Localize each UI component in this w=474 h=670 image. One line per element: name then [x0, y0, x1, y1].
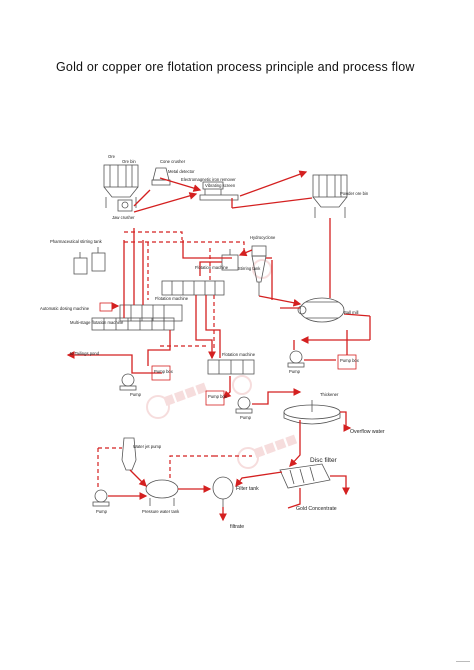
label-pharmaceutical-stirring-tank: Pharmaceutical stirring tank [50, 239, 103, 244]
label-hydrocyclone: Hydrocyclone [250, 235, 276, 240]
label-pressure-water-tank: Pressure water tank [142, 509, 180, 514]
ore-bin-icon [103, 164, 139, 208]
flotation-machine-icon [161, 280, 225, 296]
label-flotation-machine-1: Flotation machine [195, 265, 229, 270]
watermark: ■■■■ ■■■■ [146, 259, 299, 469]
pump-icon [235, 396, 253, 414]
label-electromagnetic-iron-remover: Electromagnetic iron remover [181, 177, 236, 182]
label-gold-concentrate: Gold Concentrate [296, 506, 337, 512]
label-flotation-machine-2: Flotation machine [155, 296, 189, 301]
automatic-dosing-machine-icon [99, 302, 113, 312]
label-multi-stage-flotation: Multi-stage flotation machine [70, 320, 124, 325]
label-pump-2: Pump [289, 369, 301, 374]
jaw-crusher-icon [117, 199, 133, 212]
vibrating-screen-icon [199, 181, 239, 201]
pressure-water-tank-icon [145, 479, 179, 506]
label-water-jet-pump: Water jet pump [133, 444, 162, 449]
label-ore: Ore [108, 154, 116, 159]
label-cone-crusher: Cone crusher [160, 159, 186, 164]
page-corner-mark [456, 661, 470, 668]
label-stirring-tank: Stirring tank [238, 266, 261, 271]
page-title: Gold or copper ore flotation process pri… [56, 60, 415, 74]
pharmaceutical-stirring-tank-icon [73, 247, 106, 275]
flotation-machine-icon [119, 304, 183, 322]
label-pump-box-1: Pump box [154, 369, 174, 374]
thickener-icon [283, 400, 341, 425]
labels: Ore Ore bin Jaw crusher Cone crusher Met… [40, 154, 385, 530]
label-powder-ore-bin: Powder ore bin [340, 191, 369, 196]
label-vibrating-screen: Vibrating screen [205, 183, 236, 188]
cone-crusher-icon [151, 167, 171, 186]
ball-mill-icon [297, 297, 345, 323]
filter-tank-icon [212, 476, 234, 507]
label-ore-bin: Ore bin [122, 159, 136, 164]
label-filtrate: filtrate [230, 524, 244, 530]
pump-icon [287, 350, 305, 368]
label-jaw-crusher: Jaw crusher [112, 215, 135, 220]
hydrocyclone-icon [251, 245, 267, 296]
dashed-flow-lines [97, 231, 252, 490]
flotation-machine-icon [207, 359, 255, 375]
disc-filter-icon [279, 463, 331, 489]
label-automatic-dosing-machine: Automatic dosing machine [40, 306, 90, 311]
label-pump-3: Pump [240, 415, 252, 420]
label-to-tailings-pond: to Tailings pond [70, 351, 100, 356]
label-flotation-machine-3: Flotation machine [222, 352, 256, 357]
label-overflow-water: Overflow water [350, 429, 385, 435]
water-jet-pump-icon [121, 437, 137, 471]
label-pump-box-2: Pump box [208, 394, 228, 399]
pump-icon [92, 489, 110, 507]
svg-text:■■■■: ■■■■ [251, 431, 298, 460]
multi-stage-flotation-icon [91, 317, 175, 331]
label-thickener: Thickener [320, 392, 339, 397]
pump-icon [119, 373, 137, 391]
label-filter-tank: Filter tank [236, 486, 259, 492]
label-metal-detector: Metal detector [168, 169, 195, 174]
label-pump-box-3: Pump box [340, 358, 360, 363]
powder-ore-bin-icon [312, 174, 348, 218]
label-ball-mill: Ball mill [344, 310, 358, 315]
label-pump-1: Pump [130, 392, 142, 397]
label-disc-filter: Disc filter [310, 457, 338, 464]
svg-text:■■■■: ■■■■ [161, 379, 208, 408]
label-pump-4: Pump [96, 509, 108, 514]
flow-lines [66, 170, 371, 522]
